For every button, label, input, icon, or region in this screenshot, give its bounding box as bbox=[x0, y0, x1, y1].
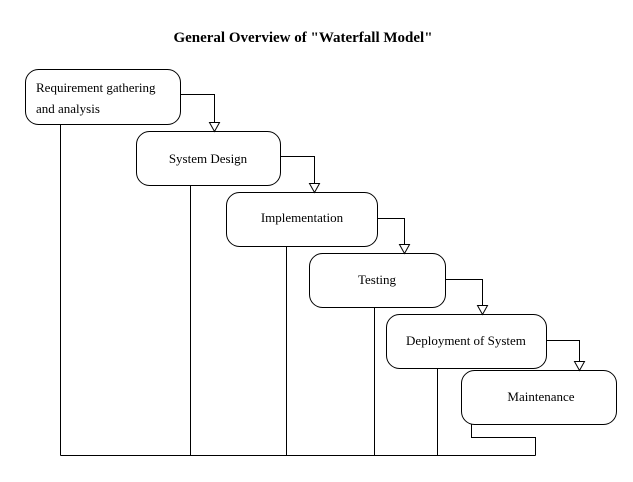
arrowhead-icon bbox=[308, 183, 321, 194]
phase-label: Testing bbox=[358, 272, 397, 287]
phase-label-line2: and analysis bbox=[36, 101, 100, 116]
phase-label: Implementation bbox=[261, 210, 344, 225]
connector-deployment-to-maintenance bbox=[546, 340, 586, 372]
phase-node-deployment-of-system[interactable]: Deployment of System bbox=[386, 314, 547, 369]
phase-node-testing[interactable]: Testing bbox=[309, 253, 446, 308]
phase-node-requirement-gathering-and-analysis[interactable]: Requirement gathering and analysis bbox=[25, 69, 181, 125]
phase-node-system-design[interactable]: System Design bbox=[136, 131, 281, 186]
arrowhead-icon bbox=[476, 305, 489, 316]
phase-label: Deployment of System bbox=[406, 333, 526, 348]
phase-node-implementation[interactable]: Implementation bbox=[226, 192, 378, 247]
phase-box-shape bbox=[25, 69, 181, 125]
connector-requirement-to-system-design bbox=[180, 94, 221, 133]
arrowhead-icon bbox=[398, 244, 411, 255]
phase-label: Maintenance bbox=[507, 389, 574, 404]
arrowhead-icon bbox=[208, 122, 221, 133]
connector-implementation-to-testing bbox=[377, 218, 411, 255]
connector-testing-to-deployment bbox=[445, 279, 489, 316]
phase-node-maintenance[interactable]: Maintenance bbox=[461, 370, 617, 425]
connector-system-design-to-implementation bbox=[280, 156, 321, 194]
arrowhead-icon bbox=[573, 361, 586, 372]
phase-box-shape bbox=[461, 370, 617, 425]
drop-line-maintenance bbox=[471, 424, 536, 456]
phase-box-shape bbox=[136, 131, 281, 186]
phase-box-shape bbox=[226, 192, 378, 247]
phase-label: System Design bbox=[169, 151, 248, 166]
phase-box-shape bbox=[386, 314, 547, 369]
phase-box-shape bbox=[309, 253, 446, 308]
phase-label-line1: Requirement gathering bbox=[36, 80, 156, 95]
page-title: General Overview of "Waterfall Model" bbox=[173, 30, 432, 46]
